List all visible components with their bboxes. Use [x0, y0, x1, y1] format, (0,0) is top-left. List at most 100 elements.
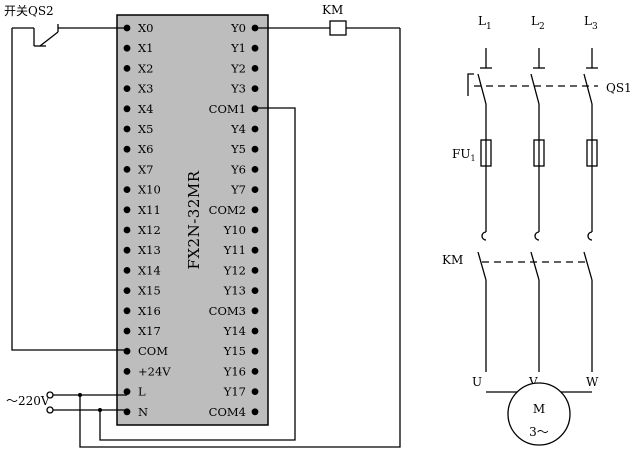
output-terminal-dot — [251, 267, 259, 274]
input-terminal-dot — [123, 166, 131, 173]
input-terminal-label: N — [138, 405, 148, 419]
output-terminal-label: COM2 — [209, 203, 246, 217]
input-terminal-dot — [123, 85, 131, 92]
supply-label: ～220V — [6, 394, 50, 408]
input-terminal-dot — [123, 226, 131, 234]
output-terminal-dot — [251, 206, 259, 214]
phase-label: L3 — [584, 14, 598, 32]
output-terminal-label: Y4 — [230, 122, 246, 136]
output-terminal-label: Y1 — [230, 41, 246, 55]
output-terminal-dot — [251, 307, 259, 315]
output-terminal-label: Y5 — [230, 142, 246, 156]
input-terminal-dot — [123, 388, 131, 395]
output-terminal-dot — [251, 125, 259, 133]
output-terminal-dot — [251, 105, 259, 113]
input-terminal-dot — [123, 287, 131, 294]
km-coil-label: KM — [322, 3, 343, 17]
phase-line: L2V — [528, 14, 545, 395]
output-terminal-label: Y11 — [223, 243, 246, 257]
output-terminal-label: Y3 — [230, 82, 246, 96]
motor-terminal-label: W — [586, 375, 599, 389]
output-terminal-dot — [251, 145, 259, 153]
supply-wiring — [46, 391, 127, 414]
input-terminal-dot — [123, 267, 131, 274]
qs1-handle — [467, 73, 474, 96]
input-terminal-dot — [123, 125, 131, 133]
output-terminal-label: COM4 — [209, 405, 246, 419]
input-terminal-label: X5 — [138, 122, 154, 136]
output-terminal-dot — [251, 85, 259, 92]
motor — [507, 382, 571, 446]
input-terminal-label: X3 — [138, 82, 154, 96]
power-circuit: L1U L2V L3W — [467, 14, 599, 395]
output-terminal-dot — [251, 287, 259, 294]
input-terminal-label: X6 — [138, 142, 154, 156]
output-terminal-label: Y17 — [223, 385, 246, 399]
input-terminal-dot — [123, 327, 131, 335]
output-terminal-label: Y10 — [223, 223, 246, 237]
input-terminal-dot — [123, 307, 131, 315]
output-terminal-dot — [251, 368, 259, 375]
plc-input-terminals: X0X1X2X3X4X5X6X7X10X11X12X13X14X15X16X17… — [123, 21, 171, 419]
output-terminal-label: Y12 — [223, 263, 246, 277]
input-terminal-label: X13 — [138, 243, 161, 257]
output-terminal-label: Y2 — [230, 61, 246, 75]
input-terminal-dot — [123, 65, 131, 72]
output-terminal-label: COM3 — [209, 304, 246, 318]
input-terminal-label: X12 — [138, 223, 161, 237]
output-terminal-dot — [251, 246, 259, 254]
output-terminal-dot — [251, 226, 259, 234]
plc-body — [116, 14, 269, 426]
switch-qs2-label: 开关QS2 — [4, 4, 54, 18]
output-terminal-dot — [251, 327, 259, 335]
phase-label: L2 — [531, 14, 545, 32]
input-terminal-label: X7 — [138, 162, 154, 176]
contactor-label: KM — [442, 253, 463, 267]
input-terminal-label: X2 — [138, 61, 154, 75]
motor-label: M — [533, 402, 545, 416]
output-terminal-label: Y14 — [223, 324, 246, 338]
output-terminal-dot — [251, 44, 259, 52]
output-terminal-dot — [251, 347, 259, 355]
input-terminal-label: X17 — [138, 324, 161, 338]
km-coil-circuit — [79, 20, 401, 448]
output-terminal-label: Y6 — [230, 162, 246, 176]
input-terminal-label: X16 — [138, 304, 161, 318]
phase-label: L1 — [478, 14, 492, 32]
motor-terminal-label: V — [528, 375, 538, 389]
input-terminal-dot — [123, 44, 131, 52]
input-terminal-label: X0 — [138, 21, 154, 35]
qs1-label: QS1 — [606, 81, 632, 95]
phase-line: L3W — [560, 14, 599, 395]
output-terminal-label: Y7 — [230, 183, 246, 197]
com1-wire — [99, 107, 296, 441]
output-terminal-label: COM1 — [209, 102, 246, 116]
motor-terminal-label: U — [472, 375, 482, 389]
input-terminal-label: +24V — [138, 364, 171, 378]
phase-line: L1U — [472, 14, 518, 395]
input-terminal-label: X15 — [138, 284, 161, 298]
input-terminal-label: L — [138, 385, 146, 399]
output-terminal-dot — [251, 408, 259, 416]
plc-output-terminals: Y0Y1Y2Y3COM1Y4Y5Y6Y7COM2Y10Y11Y12Y13COM3… — [209, 21, 259, 419]
output-terminal-dot — [251, 65, 259, 72]
input-terminal-dot — [123, 206, 131, 214]
output-terminal-dot — [251, 186, 259, 194]
input-terminal-dot — [123, 105, 131, 113]
output-terminal-label: Y13 — [223, 284, 246, 298]
km-coil — [329, 20, 347, 36]
input-terminal-dot — [123, 347, 131, 355]
output-terminal-dot — [251, 388, 259, 395]
input-terminal-label: X10 — [138, 183, 161, 197]
input-terminal-label: COM — [138, 344, 168, 358]
input-terminal-dot — [123, 246, 131, 254]
plc-model-label: FX2N-32MR — [185, 170, 203, 269]
input-terminal-dot — [123, 368, 131, 375]
switch-qs2 — [11, 24, 127, 47]
motor-sub-label: 3～ — [529, 425, 549, 439]
input-terminal-dot — [123, 145, 131, 153]
input-terminal-label: X1 — [138, 41, 154, 55]
input-terminal-label: X11 — [138, 203, 161, 217]
input-terminal-dot — [123, 186, 131, 194]
